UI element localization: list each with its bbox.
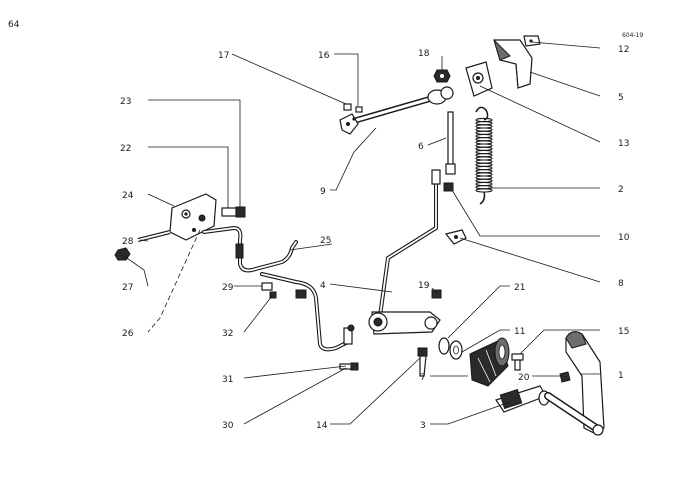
callout-18: 18 — [418, 49, 430, 59]
callout-32: 32 — [222, 329, 233, 339]
callout-11: 11 — [514, 327, 525, 337]
callout-27: 27 — [122, 283, 133, 293]
pedal-shaft — [495, 385, 550, 413]
callout-20: 20 — [518, 373, 530, 383]
callout-22: 22 — [120, 144, 131, 154]
callout-13: 13 — [618, 139, 629, 149]
callout-26: 26 — [122, 329, 134, 339]
bolt-14 — [417, 347, 428, 377]
bolt-15 — [511, 353, 524, 371]
tab-washer — [444, 229, 467, 245]
callout-28: 28 — [122, 237, 134, 247]
bush-10 — [443, 182, 454, 192]
rubber-boot — [469, 337, 510, 387]
master-cylinder — [169, 193, 217, 241]
callout-6: 6 — [418, 142, 424, 152]
callout-31: 31 — [222, 375, 233, 385]
bracket — [493, 39, 533, 89]
callout-14: 14 — [316, 421, 328, 431]
nut-20 — [559, 371, 571, 383]
parts-illustration — [114, 35, 605, 436]
page-number: 64 — [8, 20, 20, 30]
clip-12 — [523, 35, 541, 47]
return-spring — [475, 106, 493, 205]
shaft-bolts — [343, 103, 363, 113]
callout-16: 16 — [318, 51, 330, 61]
callout-12: 12 — [618, 45, 629, 55]
nut-18 — [433, 69, 451, 83]
nut-19 — [431, 289, 442, 299]
hydraulic-pipe — [202, 226, 355, 352]
callout-5: 5 — [618, 93, 624, 103]
callout-4: 4 — [320, 281, 326, 291]
union-nut — [221, 206, 246, 218]
callout-19: 19 — [418, 281, 430, 291]
washers — [438, 337, 463, 360]
nut-27 — [114, 247, 131, 261]
callout-21: 21 — [514, 283, 525, 293]
callout-23: 23 — [120, 97, 131, 107]
leader-lines — [123, 41, 601, 425]
callout-15: 15 — [618, 327, 629, 337]
callout-1: 1 — [618, 371, 624, 381]
cross-shaft — [339, 86, 454, 135]
callout-24: 24 — [122, 191, 134, 201]
callout-labels: 1 2 3 4 5 6 7 8 9 10 11 12 13 14 15 16 1… — [120, 45, 630, 431]
pivot-pin — [445, 111, 456, 175]
clutch-lever — [368, 169, 441, 335]
callout-8: 8 — [618, 279, 624, 289]
callout-29: 29 — [222, 283, 234, 293]
callout-9: 9 — [320, 187, 326, 197]
long-bolt — [137, 230, 171, 242]
callout-3: 3 — [420, 421, 426, 431]
callout-7: 7 — [420, 373, 426, 383]
pipe-clip-bolts — [261, 282, 359, 371]
bearing-plate — [465, 61, 493, 97]
callout-25: 25 — [320, 236, 331, 246]
callout-2: 2 — [618, 185, 624, 195]
figure-reference: 604-19 — [622, 32, 644, 39]
clutch-pedal — [544, 331, 605, 436]
callout-10: 10 — [618, 233, 630, 243]
spring-coil-ring — [475, 188, 493, 193]
callout-17: 17 — [218, 51, 229, 61]
callout-30: 30 — [222, 421, 234, 431]
